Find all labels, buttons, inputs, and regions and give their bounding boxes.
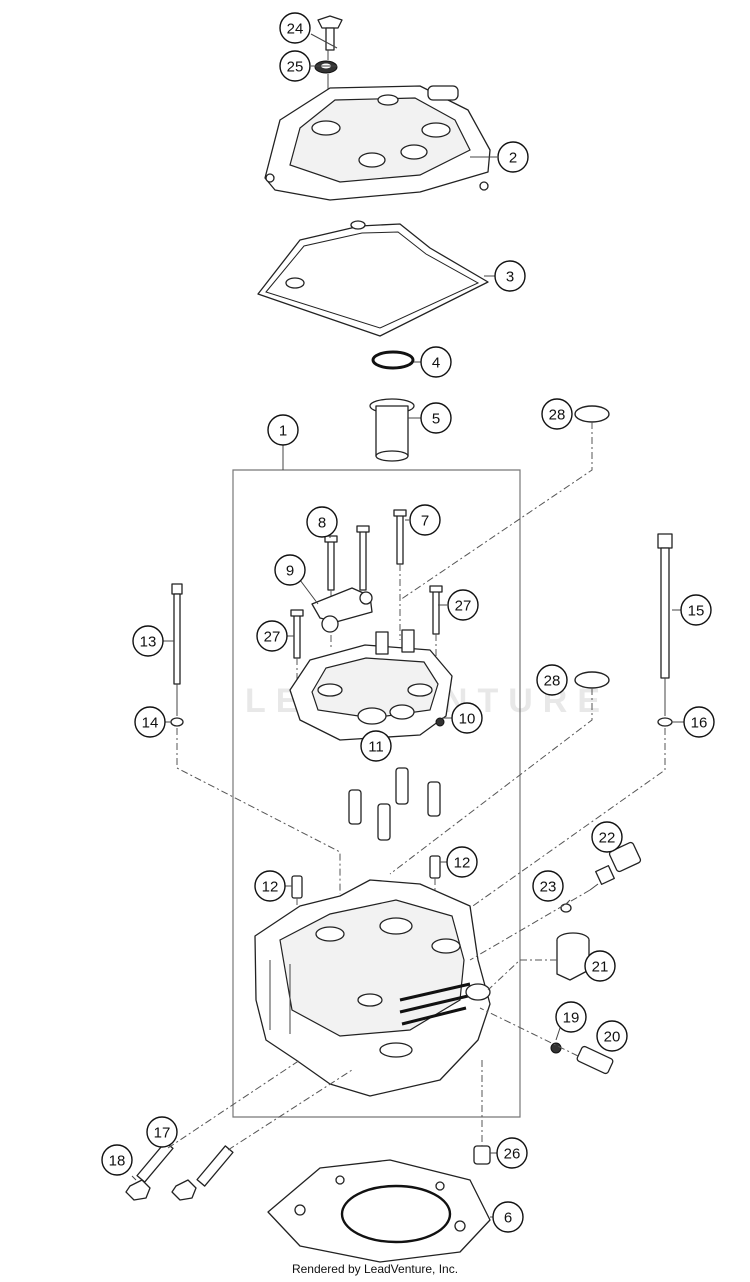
callout-5: 5 bbox=[420, 402, 452, 434]
svg-text:19: 19 bbox=[563, 1010, 580, 1027]
svg-text:24: 24 bbox=[287, 21, 304, 38]
part-bolt-7 bbox=[393, 509, 407, 565]
part-dowel-12-left bbox=[291, 875, 303, 899]
svg-text:18: 18 bbox=[109, 1153, 126, 1170]
callout-12-right: 12 bbox=[446, 846, 478, 878]
part-long-bolt-13 bbox=[171, 583, 183, 685]
svg-text:17: 17 bbox=[154, 1125, 171, 1142]
callout-6: 6 bbox=[492, 1201, 524, 1233]
part-dowel-27-right bbox=[429, 585, 443, 635]
svg-text:20: 20 bbox=[604, 1029, 621, 1046]
part-nuts-18 bbox=[125, 1179, 197, 1201]
svg-text:28: 28 bbox=[544, 673, 561, 690]
svg-text:4: 4 bbox=[432, 355, 440, 372]
callout-22: 22 bbox=[591, 821, 623, 853]
part-o-ring-4 bbox=[371, 350, 415, 370]
svg-text:6: 6 bbox=[504, 1210, 512, 1227]
callout-28-lower: 28 bbox=[536, 664, 568, 696]
part-washer-14 bbox=[170, 717, 184, 727]
part-camshaft-carrier bbox=[289, 629, 453, 741]
svg-text:27: 27 bbox=[455, 598, 472, 615]
callout-2: 2 bbox=[497, 141, 529, 173]
part-valve-cover-2 bbox=[264, 85, 491, 201]
svg-text:2: 2 bbox=[509, 150, 517, 167]
part-dowel-12-right bbox=[429, 855, 441, 879]
svg-text:12: 12 bbox=[262, 879, 279, 896]
part-bolts-8 bbox=[324, 525, 370, 591]
callout-15: 15 bbox=[680, 594, 712, 626]
svg-text:13: 13 bbox=[140, 634, 157, 651]
callout-20: 20 bbox=[596, 1020, 628, 1052]
callout-16: 16 bbox=[683, 706, 715, 738]
callout-21: 21 bbox=[584, 950, 616, 982]
callout-28-upper: 28 bbox=[541, 398, 573, 430]
part-bolt-24 bbox=[317, 15, 343, 51]
svg-text:14: 14 bbox=[142, 715, 159, 732]
svg-text:3: 3 bbox=[506, 269, 514, 286]
svg-text:27: 27 bbox=[264, 629, 281, 646]
svg-text:23: 23 bbox=[540, 879, 557, 896]
part-cylinder-head bbox=[254, 879, 491, 1097]
callout-25: 25 bbox=[279, 50, 311, 82]
callout-3: 3 bbox=[494, 260, 526, 292]
callout-17: 17 bbox=[146, 1116, 178, 1148]
part-washer-16 bbox=[657, 717, 673, 727]
part-seal-washer-25 bbox=[314, 60, 338, 74]
part-plug-26 bbox=[473, 1145, 491, 1165]
svg-text:21: 21 bbox=[592, 959, 609, 976]
part-sensor-22 bbox=[589, 841, 642, 891]
part-gasket-3 bbox=[257, 220, 489, 337]
callout-27-left: 27 bbox=[256, 620, 288, 652]
svg-text:8: 8 bbox=[318, 515, 326, 532]
svg-text:22: 22 bbox=[599, 830, 616, 847]
svg-text:5: 5 bbox=[432, 411, 440, 428]
part-spark-plug-shaft-5 bbox=[369, 398, 415, 462]
footer-credit: Rendered by LeadVenture, Inc. bbox=[291, 1262, 459, 1276]
part-seal-ring-23 bbox=[560, 903, 572, 913]
callout-7: 7 bbox=[409, 504, 441, 536]
callout-12-left: 12 bbox=[254, 870, 286, 902]
svg-text:25: 25 bbox=[287, 59, 304, 76]
callout-24: 24 bbox=[279, 12, 311, 44]
part-studs-17 bbox=[136, 1141, 234, 1187]
part-head-gasket-6 bbox=[267, 1159, 491, 1263]
svg-text:16: 16 bbox=[691, 715, 708, 732]
assembly-frame bbox=[232, 469, 521, 1118]
callout-8: 8 bbox=[306, 506, 338, 538]
svg-text:7: 7 bbox=[421, 513, 429, 530]
callout-1: 1 bbox=[267, 414, 299, 446]
svg-text:12: 12 bbox=[454, 855, 471, 872]
callout-19: 19 bbox=[555, 1001, 587, 1033]
part-o-ring-28-upper bbox=[574, 405, 610, 423]
part-dowel-27-left bbox=[290, 609, 304, 659]
callout-27-right: 27 bbox=[447, 589, 479, 621]
part-valve-guides-11 bbox=[348, 767, 441, 841]
callout-9: 9 bbox=[274, 554, 306, 586]
svg-text:15: 15 bbox=[688, 603, 705, 620]
part-seal-19 bbox=[550, 1042, 562, 1054]
callout-26: 26 bbox=[496, 1137, 528, 1169]
part-long-bolt-15 bbox=[657, 533, 673, 679]
part-guide-bracket-9 bbox=[311, 587, 373, 633]
svg-text:1: 1 bbox=[279, 423, 287, 440]
svg-text:9: 9 bbox=[286, 563, 294, 580]
callout-13: 13 bbox=[132, 625, 164, 657]
svg-text:10: 10 bbox=[459, 711, 476, 728]
callout-4: 4 bbox=[420, 346, 452, 378]
callout-14: 14 bbox=[134, 706, 166, 738]
callout-11: 11 bbox=[360, 730, 392, 762]
svg-text:26: 26 bbox=[504, 1146, 521, 1163]
part-sensor-20 bbox=[576, 1045, 614, 1075]
part-housing-21 bbox=[556, 932, 590, 981]
svg-text:28: 28 bbox=[549, 407, 566, 424]
callout-23: 23 bbox=[532, 870, 564, 902]
svg-text:11: 11 bbox=[368, 739, 384, 756]
callout-18: 18 bbox=[101, 1144, 133, 1176]
callout-10: 10 bbox=[451, 702, 483, 734]
